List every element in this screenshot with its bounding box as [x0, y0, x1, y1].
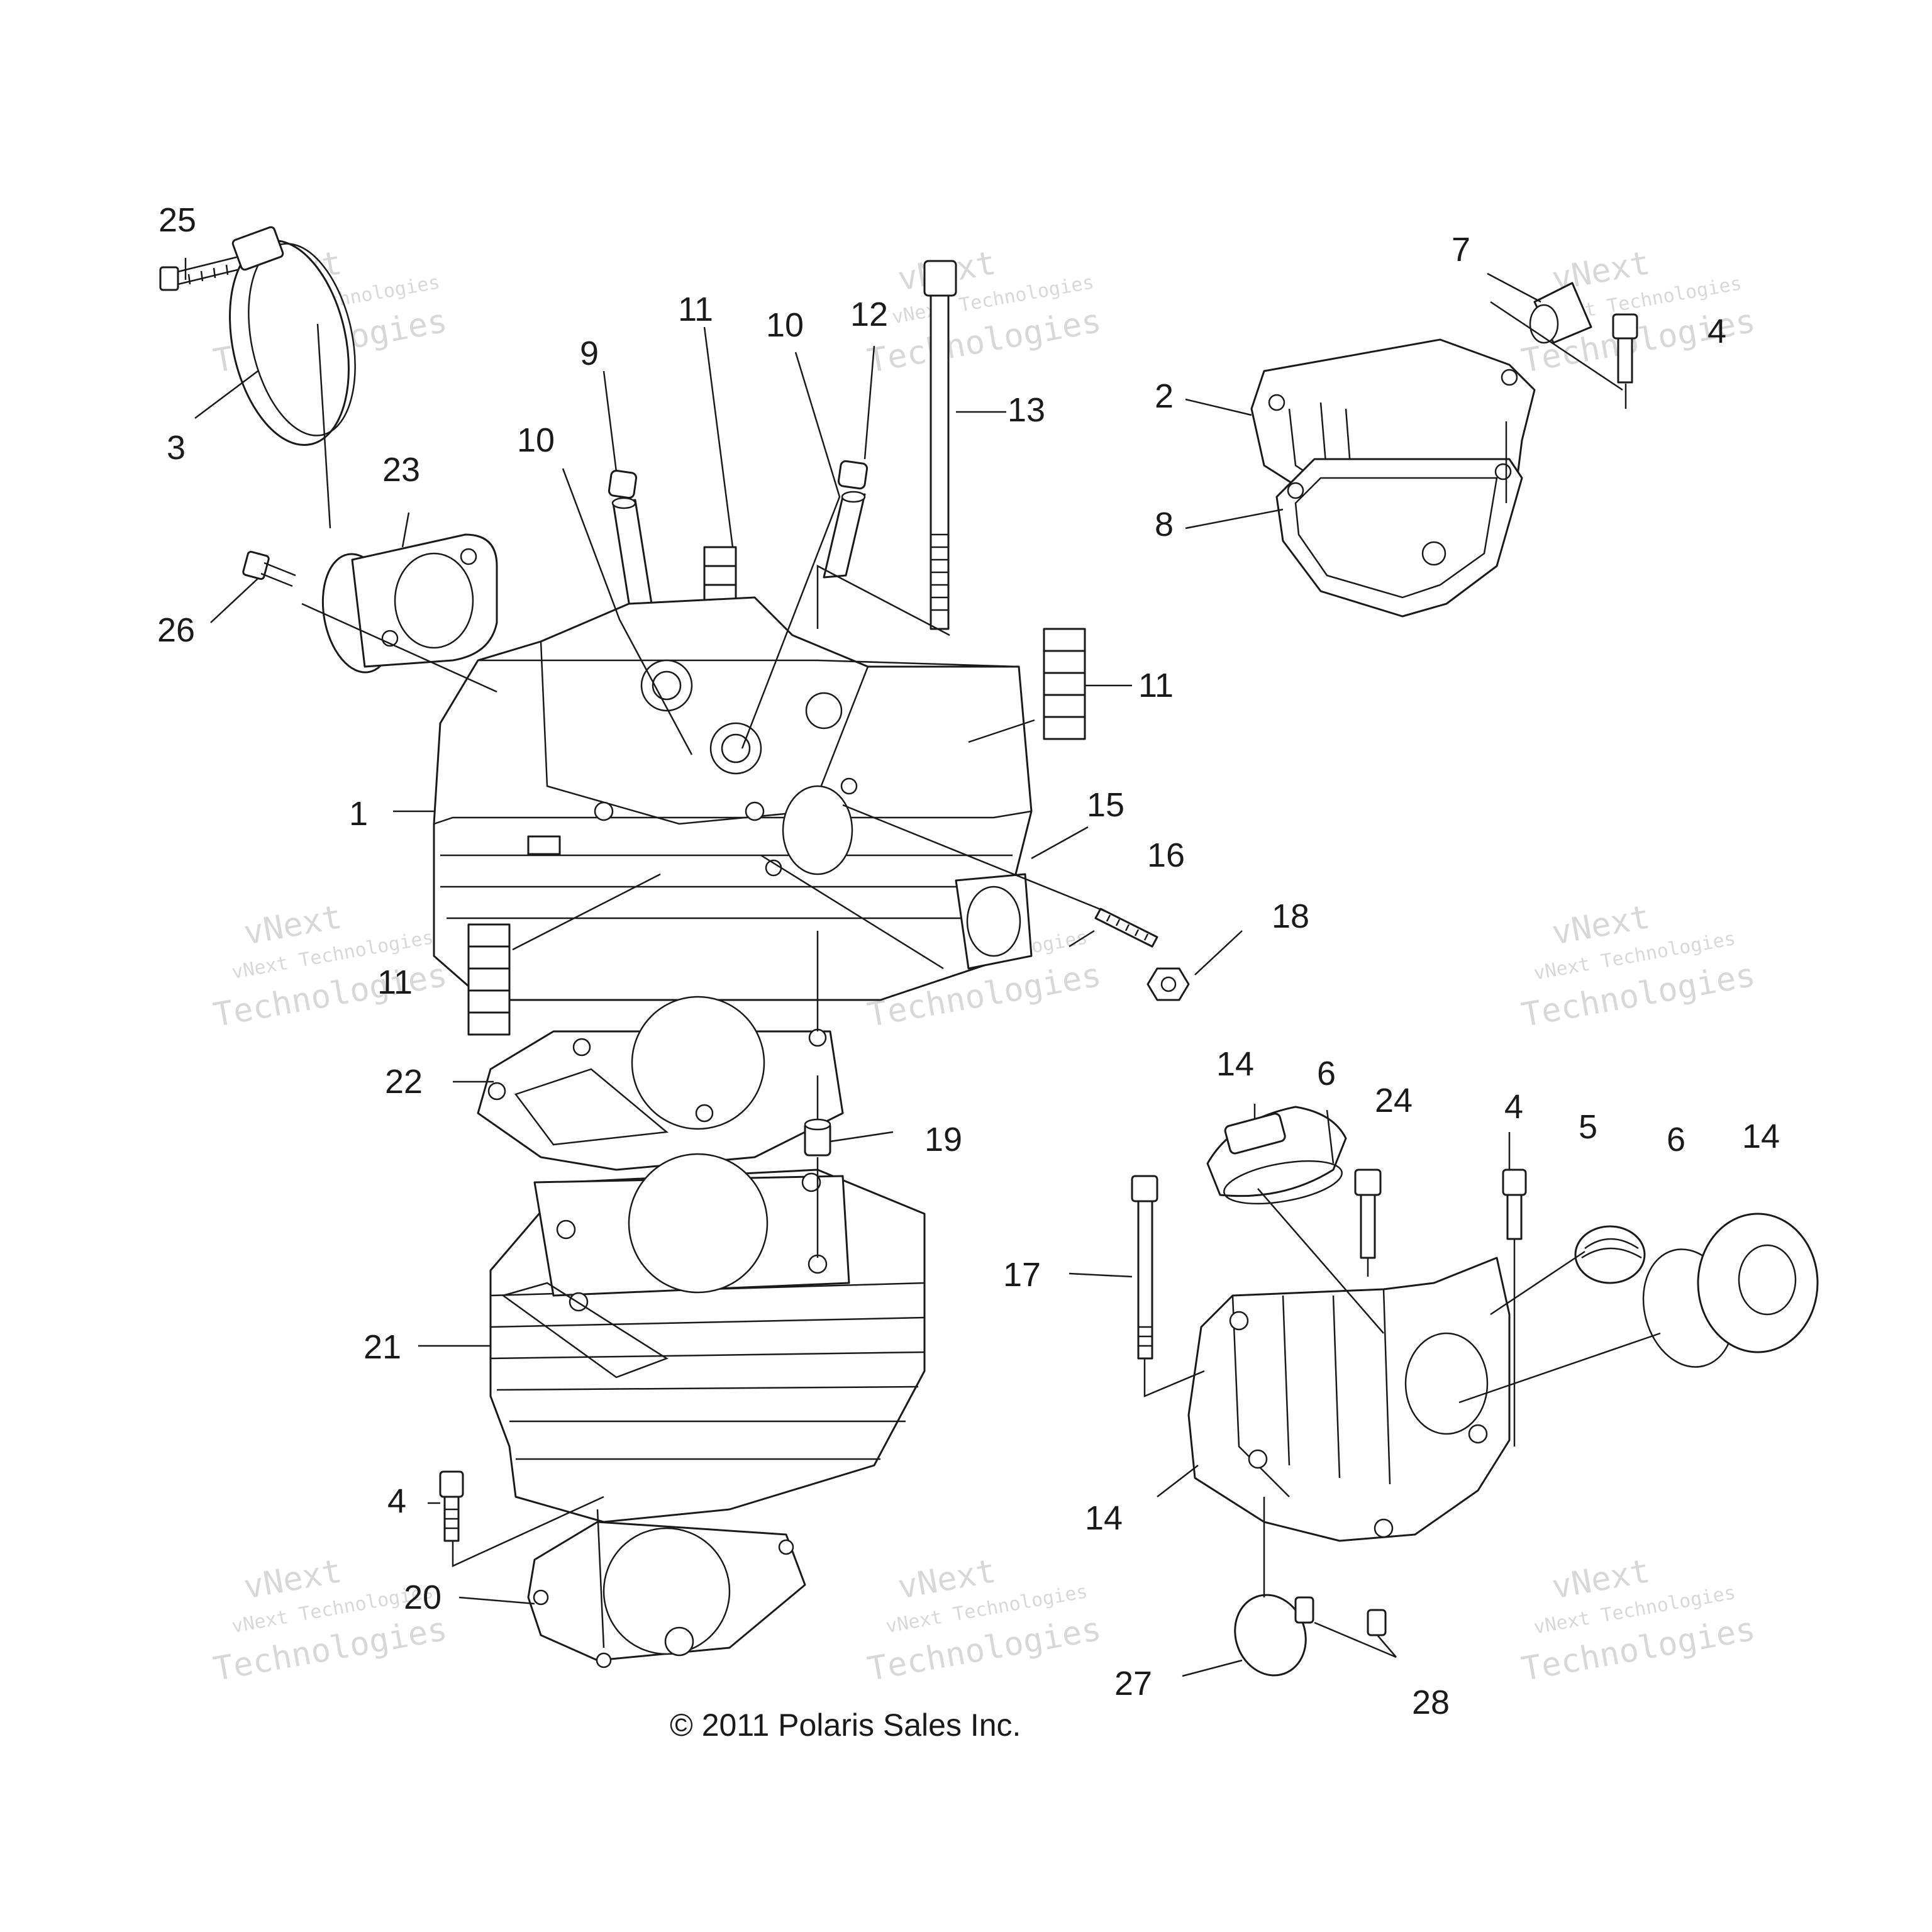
callout-14: 14 [1216, 1045, 1254, 1083]
leader-lines [184, 258, 1661, 1677]
callout-11: 11 [1138, 667, 1174, 704]
callout-18: 18 [1272, 897, 1309, 935]
callout-23: 23 [382, 451, 420, 489]
part-4-bolt-mid-right [1502, 1169, 1527, 1240]
part-5-plug [1574, 1225, 1646, 1284]
callout-7: 7 [1452, 231, 1470, 269]
part-10-valve-guide-2 [823, 491, 866, 579]
part-21-cylinder [489, 1153, 926, 1523]
callout-25: 25 [158, 201, 196, 239]
part-8-valve-cover-gasket [1275, 458, 1523, 618]
callout-16: 16 [1147, 836, 1185, 874]
callout-15: 15 [1087, 786, 1124, 824]
callout-3: 3 [167, 429, 186, 467]
part-12-valve-seal [837, 460, 869, 490]
callout-22: 22 [385, 1063, 423, 1101]
callout-6: 6 [1317, 1055, 1336, 1092]
callout-labels: 25 3 23 26 10 9 11 10 12 13 1 11 15 16 1… [157, 201, 1780, 1721]
part-11-shim-stack-top [703, 546, 737, 605]
callout-28: 28 [1412, 1684, 1450, 1721]
callout-4: 4 [387, 1482, 406, 1520]
callout-11: 11 [678, 291, 713, 328]
part-13-long-stud [923, 260, 957, 630]
callout-27: 27 [1114, 1665, 1152, 1702]
part-23-intake-boot [321, 533, 498, 674]
part-22-head-gasket [477, 996, 844, 1171]
callout-19: 19 [924, 1121, 962, 1158]
callout-12: 12 [850, 296, 888, 333]
callout-21: 21 [364, 1328, 401, 1366]
part-14-cap-right [1697, 1213, 1819, 1353]
part-6-oring-top [1223, 1160, 1343, 1205]
callout-9: 9 [580, 335, 599, 372]
part-25-bolt [159, 255, 241, 291]
part-24-bolt [1354, 1169, 1382, 1259]
callout-10: 10 [766, 306, 804, 344]
copyright-text: © 2011 Polaris Sales Inc. [670, 1707, 1021, 1743]
callout-4: 4 [1504, 1088, 1523, 1126]
part-7-fitting [1529, 282, 1592, 344]
callout-2: 2 [1155, 377, 1174, 415]
callout-10: 10 [517, 421, 555, 459]
callout-14: 14 [1742, 1118, 1780, 1155]
part-1-cylinder-head [433, 596, 1033, 1001]
part-20-base-gasket [527, 1521, 806, 1668]
callout-26: 26 [157, 611, 195, 649]
callout-20: 20 [404, 1579, 441, 1616]
callout-13: 13 [1008, 391, 1045, 429]
callout-4: 4 [1707, 313, 1726, 350]
part-4-bolt-top-right [1612, 313, 1638, 384]
callout-1: 1 [349, 795, 368, 833]
callout-5: 5 [1579, 1108, 1597, 1146]
part-16-exhaust-stud [1094, 908, 1158, 948]
part-28-dowels [1294, 1596, 1387, 1636]
part-17-long-bolt [1131, 1175, 1158, 1360]
part-9-valve-seal [608, 469, 638, 499]
callout-6: 6 [1667, 1121, 1685, 1158]
part-3-clamp [229, 226, 356, 446]
callout-24: 24 [1375, 1082, 1413, 1119]
part-14-cap-top [1206, 1106, 1347, 1197]
callout-8: 8 [1155, 506, 1174, 543]
part-11-shim-stack-right [1043, 628, 1086, 740]
part-26-bolt [242, 550, 296, 587]
callout-14: 14 [1085, 1499, 1123, 1537]
callout-11: 11 [377, 963, 413, 1001]
part-11-shim-stack-left [467, 923, 511, 1036]
part-14-housing [1187, 1257, 1511, 1542]
part-15-exhaust-gasket [955, 873, 1033, 970]
part-4-bolt-left [439, 1470, 464, 1542]
part-19-dowel [804, 1118, 831, 1157]
callout-17: 17 [1003, 1256, 1041, 1294]
part-18-nut [1146, 967, 1190, 1001]
